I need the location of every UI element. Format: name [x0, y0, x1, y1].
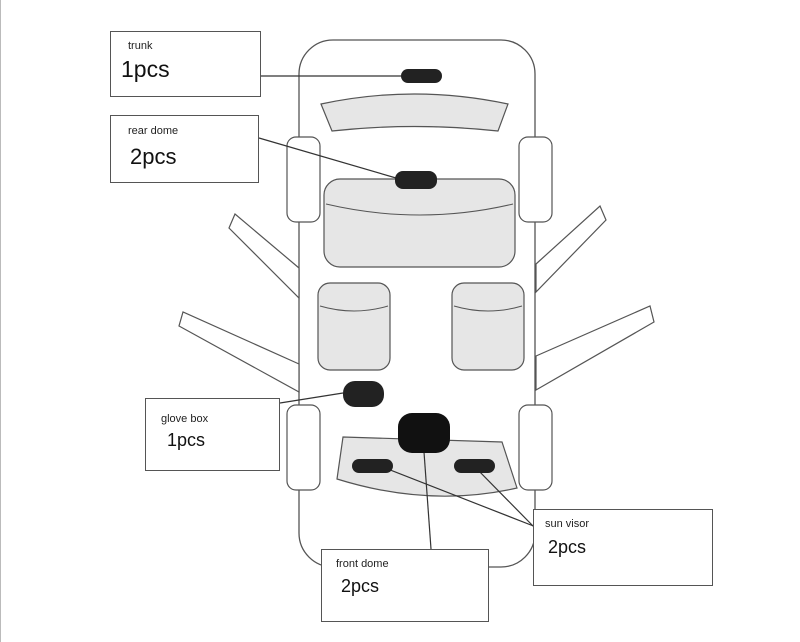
rear-seat-cushion-line	[325, 203, 514, 216]
front-dome-label: front dome	[336, 558, 389, 570]
trunk-light	[401, 69, 442, 83]
rear-window	[320, 93, 509, 132]
wheel-rear-right	[518, 136, 553, 223]
wheel-front-right	[518, 404, 553, 491]
front-left-seat-line	[319, 305, 389, 312]
rear-dome-light	[395, 171, 437, 189]
leader-glove-box	[279, 392, 344, 404]
glove-box-light	[343, 381, 384, 407]
trunk-callout: trunk 1pcs	[110, 31, 261, 97]
front-right-door	[535, 305, 655, 392]
rear-left-door	[228, 213, 300, 300]
front-windshield	[336, 436, 518, 497]
leader-front-dome	[423, 451, 432, 550]
rear-dome-callout: rear dome 2pcs	[110, 115, 259, 183]
leader-sun-visor-right	[473, 465, 535, 528]
leader-sun-visor-left	[379, 465, 537, 528]
front-right-seat-line	[453, 305, 523, 312]
glove-box-quantity: 1pcs	[167, 430, 206, 450]
leader-rear-dome	[258, 137, 397, 179]
glove-box-label: glove box	[161, 413, 209, 425]
trunk-quantity: 1pcs	[121, 56, 170, 82]
front-left-seat	[317, 282, 391, 371]
front-dome-quantity: 2pcs	[341, 576, 380, 596]
sun-visor-callout: sun visor 2pcs	[533, 509, 713, 586]
front-left-door	[178, 311, 300, 394]
rear-bench-seat	[323, 178, 516, 268]
sun-visor-light-left	[352, 459, 393, 473]
wheel-front-left	[286, 404, 321, 491]
front-dome-light	[398, 413, 450, 453]
wheel-rear-left	[286, 136, 321, 223]
sun-visor-quantity: 2pcs	[548, 537, 587, 557]
rear-dome-label: rear dome	[128, 125, 179, 137]
rear-right-door	[535, 204, 607, 294]
rear-dome-quantity: 2pcs	[130, 144, 177, 169]
front-dome-callout: front dome 2pcs	[321, 549, 489, 622]
sun-visor-light-right	[454, 459, 495, 473]
trunk-label: trunk	[128, 40, 153, 52]
sun-visor-label: sun visor	[545, 518, 590, 530]
front-right-seat	[451, 282, 525, 371]
glove-box-callout: glove box 1pcs	[145, 398, 280, 471]
